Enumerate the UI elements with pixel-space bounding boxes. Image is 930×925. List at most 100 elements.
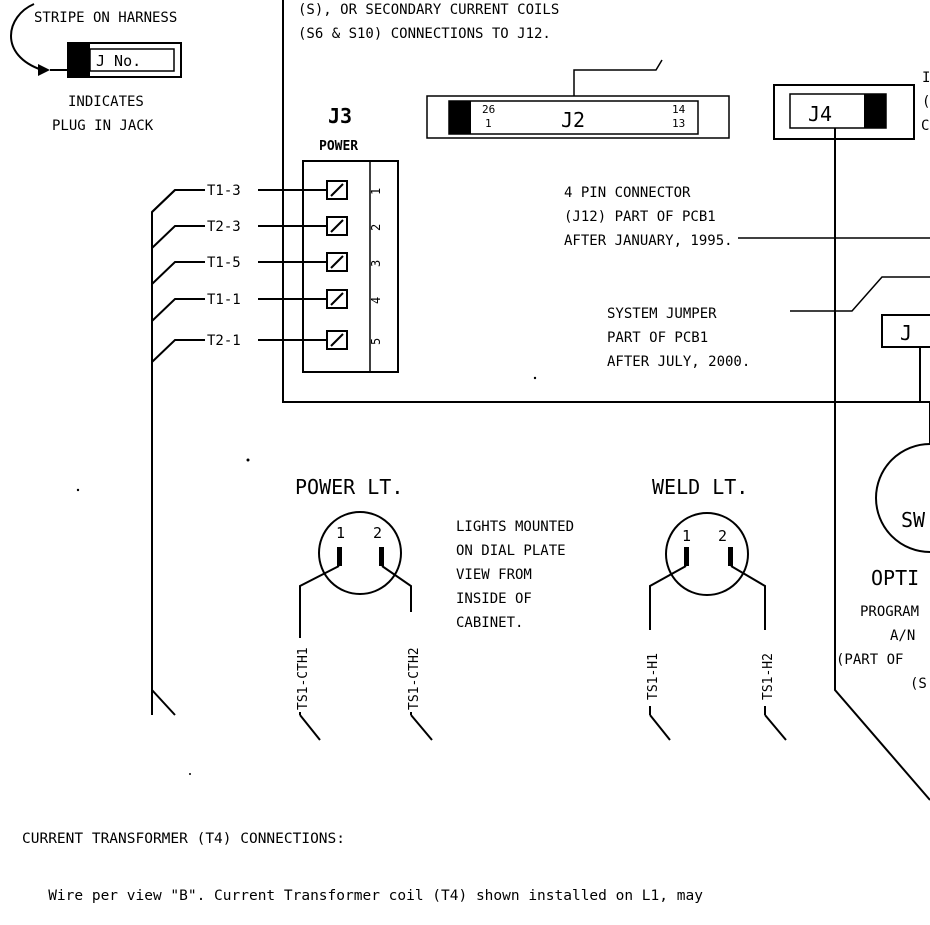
j3-screw-slot xyxy=(330,292,344,306)
power-light-contact-left xyxy=(337,547,342,566)
j3-screw-slot xyxy=(330,219,344,233)
j3-title: J3 xyxy=(328,104,352,128)
power-light-wire-left-gap xyxy=(291,638,309,712)
option-line4: (S xyxy=(910,676,927,692)
connector-note-line1: 4 PIN CONNECTOR xyxy=(564,185,691,201)
scan-speck xyxy=(246,458,250,462)
j3-pin-number: 4 xyxy=(369,297,383,304)
legend-caption-line2: PLUG IN JACK xyxy=(52,118,154,134)
right-partial-1: I xyxy=(922,70,930,86)
legend-box-label: J No. xyxy=(96,52,141,70)
j2-label: J2 xyxy=(561,108,585,132)
power-light-wire-tails xyxy=(299,714,433,741)
scan-speck xyxy=(533,376,537,380)
j4-harness xyxy=(834,128,930,801)
j2-pin-26: 26 xyxy=(482,103,495,116)
header-note-line2: (S6 & S10) CONNECTIONS TO J12. xyxy=(298,26,551,42)
jumper-note-leader xyxy=(790,276,930,312)
j4-label: J4 xyxy=(808,102,832,126)
power-light-socket xyxy=(318,511,402,595)
j3-wire-label: T1-3 xyxy=(207,183,241,199)
power-light-wire-right-label: TS1-CTH2 xyxy=(407,647,422,710)
connector-note-line2: (J12) PART OF PCB1 xyxy=(564,209,716,225)
j4-stripe xyxy=(864,94,886,128)
sw-label: SW xyxy=(901,508,926,532)
power-light-pin1: 1 xyxy=(336,524,345,542)
power-light-wire-left-label: TS1-CTH1 xyxy=(296,647,311,710)
power-light-wire-right-gap xyxy=(402,612,420,712)
scan-speck xyxy=(189,773,191,775)
legend-arrow-icon xyxy=(38,64,50,76)
header-note-line1: (S), OR SECONDARY CURRENT COILS xyxy=(298,2,559,18)
lights-note-line3: VIEW FROM xyxy=(456,567,532,583)
connector-note-line3: AFTER JANUARY, 1995. xyxy=(564,233,733,249)
pcb-outline xyxy=(282,0,930,403)
j3-screw-slot xyxy=(330,255,344,269)
legend: STRIPE ON HARNESS J No. INDICATES PLUG I… xyxy=(10,3,182,134)
j4-connector: J4 xyxy=(773,84,930,801)
j2-lead xyxy=(573,59,663,96)
j3-wires: T1-3T2-3T1-5T1-1T2-1 xyxy=(151,183,327,363)
legend-inner-box xyxy=(89,48,175,72)
lights-note-line4: INSIDE OF xyxy=(456,591,532,607)
right-partial-2: ( xyxy=(922,94,930,110)
weld-light-wire-tails xyxy=(649,714,787,741)
weld-light-wire-left-label: TS1-H1 xyxy=(646,653,661,700)
j3-wire xyxy=(151,298,205,322)
weld-light-contact-left xyxy=(684,547,689,566)
weld-light-contact-right xyxy=(728,547,733,566)
j2-inner xyxy=(448,100,699,135)
j2-stripe xyxy=(449,101,471,134)
j3-screws xyxy=(326,180,348,350)
footer-note: CURRENT TRANSFORMER (T4) CONNECTIONS: Wi… xyxy=(22,792,928,925)
jumper-note-line1: SYSTEM JUMPER xyxy=(607,306,717,322)
legend-stripe xyxy=(68,43,90,77)
weld-light-pin2: 2 xyxy=(718,527,727,545)
j3-pin-number: 5 xyxy=(369,338,383,345)
lights-note-line1: LIGHTS MOUNTED xyxy=(456,519,574,535)
j3-wire xyxy=(151,261,205,285)
option-line3: (PART OF xyxy=(836,652,903,668)
lights-note-line5: CABINET. xyxy=(456,615,523,631)
weld-light-wire-right-label: TS1-H2 xyxy=(761,653,776,700)
weld-light-wire-right-gap xyxy=(756,630,774,706)
sw-circle xyxy=(875,443,930,553)
j3-pin-number: 1 xyxy=(369,188,383,195)
power-light-title: POWER LT. xyxy=(295,475,403,499)
weld-light: WELD LT. 1 2 TS1-H1 TS1-H2 xyxy=(641,475,787,741)
power-light-pin2: 2 xyxy=(373,524,382,542)
j3-wire-label: T2-1 xyxy=(207,333,241,349)
j2-connector: 26 1 J2 14 13 xyxy=(426,59,730,139)
legend-curve xyxy=(10,3,43,71)
j3-screw-slot xyxy=(330,183,344,197)
j2-pin-14: 14 xyxy=(672,103,686,116)
j3-pin-number: 3 xyxy=(369,260,383,267)
jumper-box-label: J xyxy=(900,321,912,345)
j3-block xyxy=(302,160,399,373)
legend-caption-line1: INDICATES xyxy=(68,94,144,110)
j3-subtitle: POWER xyxy=(319,139,358,154)
option-title: OPTI xyxy=(871,566,919,590)
legend-top-label: STRIPE ON HARNESS xyxy=(34,10,177,26)
j3-wire-label: T1-1 xyxy=(207,292,241,308)
j3-wire xyxy=(151,189,205,213)
j3-wire xyxy=(151,225,205,249)
scan-speck xyxy=(76,488,80,492)
j3-wire xyxy=(151,339,205,363)
weld-light-title: WELD LT. xyxy=(652,475,748,499)
weld-light-wire-left-gap xyxy=(641,630,659,706)
lights-note-line2: ON DIAL PLATE xyxy=(456,543,566,559)
footer-line2: Wire per view "B". Current Transformer c… xyxy=(22,888,703,904)
j3-wire-label: T2-3 xyxy=(207,219,241,235)
jumper-box xyxy=(881,314,930,348)
j2-pin-13: 13 xyxy=(672,117,685,130)
jumper-note-line2: PART OF PCB1 xyxy=(607,330,708,346)
weld-light-socket xyxy=(665,512,749,596)
power-light-contact-right xyxy=(379,547,384,566)
j2-pin-1: 1 xyxy=(485,117,492,130)
power-light: POWER LT. 1 2 TS1-CTH1 TS1-CTH2 xyxy=(291,475,433,741)
weld-light-pin1: 1 xyxy=(682,527,691,545)
j3-wire-label: T1-5 xyxy=(207,255,241,271)
jumper-note-line3: AFTER JULY, 2000. xyxy=(607,354,750,370)
right-partial-3: C xyxy=(921,118,929,134)
